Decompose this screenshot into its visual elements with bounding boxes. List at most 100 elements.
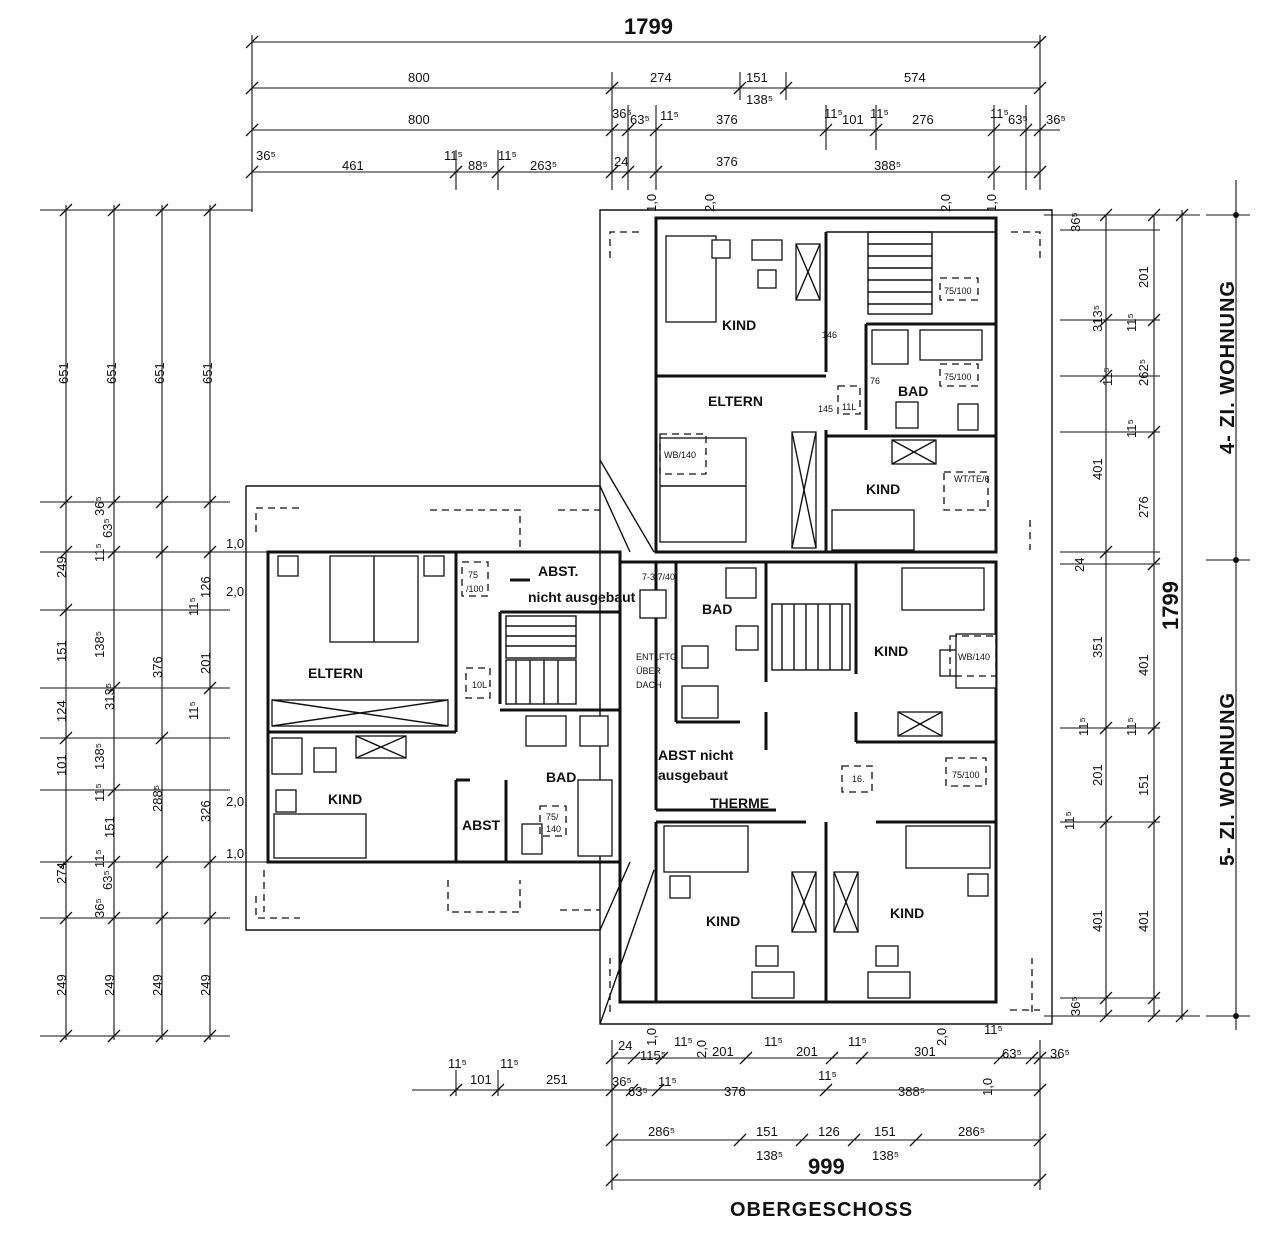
dim-top-r3-1: 461 [342, 158, 364, 173]
dim-bottom-left-1: 101 [470, 1072, 492, 1087]
dim-top-small-3: 1,0 [984, 194, 999, 212]
dim-bottom-r1-2: 11⁵ [674, 1034, 693, 1049]
dim-left-d-0: 36⁵ [92, 496, 107, 516]
dim-top-r3-0: 36⁵ [256, 148, 276, 163]
room-abst-w: ABST. [538, 563, 578, 579]
dim-bottom-r3-2: 138⁵ [756, 1148, 783, 1163]
room-kind-nw: KIND [722, 317, 756, 333]
dim-right-d-12: 11⁵ [1076, 717, 1091, 736]
dim-bottom-r1-10: 36⁵ [1050, 1046, 1070, 1061]
dim-right-d-17: 401 [1090, 910, 1105, 932]
dim-left-d-11: 313⁵ [102, 683, 117, 710]
unit-label-upper: 4- ZI. WOHNUNG [1217, 280, 1239, 454]
stairs [505, 231, 933, 705]
dim-top-r3-4: 11⁵ [498, 148, 517, 163]
dim-left-d-7: 138⁵ [92, 631, 107, 658]
dim-left-col-2: 651 [152, 362, 167, 384]
dim-top-r2-6: 101 [842, 112, 864, 127]
room-bad-n: BAD [898, 383, 928, 399]
dim-right-d-4: 11⁵ [1100, 367, 1115, 386]
dim-left-d-13: 101 [54, 754, 69, 776]
dim-right-d-8: 276 [1136, 496, 1151, 518]
dim-top-r1-1: 274 [650, 70, 672, 85]
dim-bottom-r3-5: 138⁵ [872, 1148, 899, 1163]
dim-top-r3-7: 376 [716, 154, 738, 169]
room-bad-c: BAD [702, 601, 732, 617]
label-window-75-140-b: 140 [546, 824, 561, 834]
room-eltern-w: ELTERN [308, 665, 363, 681]
dim-right-d-10: 351 [1090, 636, 1105, 658]
dim-bottom-r2-1: 63⁵ [628, 1084, 648, 1099]
room-therme: THERME [710, 795, 769, 811]
dim-left-col-0: 651 [56, 362, 71, 384]
dim-bottom-r2-3: 376 [724, 1084, 746, 1099]
dim-top-r2-8: 276 [912, 112, 934, 127]
dim-left-col-1: 651 [104, 362, 119, 384]
label-window-75-100-d2: /100 [466, 584, 484, 594]
dim-labels-top: 1799 800 274 151 138⁵ 574 800 36⁵ 63⁵ 11… [256, 14, 1066, 212]
dim-left-d-26: 249 [198, 974, 213, 996]
dim-top-small-0: 1,0 [644, 194, 659, 212]
dim-right-d-9: 24 [1072, 558, 1087, 572]
dim-top-r3-2: 11⁵ [444, 148, 463, 163]
dim-left-d-5: 11⁵ [186, 597, 201, 616]
dimension-lines [40, 35, 1250, 1190]
dim-right-d-18: 401 [1136, 910, 1151, 932]
dim-left-d-14: 138⁵ [92, 743, 107, 770]
dim-top-r2-9: 11⁵ [990, 106, 1009, 121]
dim-left-small-1: 2,0 [226, 584, 244, 599]
label-entlueftung: ENTLFTG [636, 652, 677, 662]
dim-left-d-24: 249 [102, 974, 117, 996]
dim-top-r3-3: 88⁵ [468, 158, 488, 173]
room-kind-ne: KIND [866, 481, 900, 497]
dim-right-d-13: 11⁵ [1124, 717, 1139, 736]
dim-right-d-2: 313⁵ [1090, 305, 1105, 332]
dim-left-d-19: 11⁵ [92, 849, 107, 868]
label-76: 76 [870, 376, 880, 386]
dim-bottom-r1-8: 11⁵ [984, 1022, 1003, 1037]
dim-top-small-2: 2,0 [938, 194, 953, 212]
room-abst-c: ABST nicht [658, 747, 734, 763]
dim-bottom-r1-0: 24 [618, 1038, 632, 1053]
dim-bottom-left-2: 11⁵ [500, 1056, 519, 1071]
building-walls [245, 209, 1053, 1025]
dim-left-d-9: 201 [198, 652, 213, 674]
label-window-75-100-a: 75/100 [944, 286, 972, 296]
label-window-75-100-c: 75/100 [952, 770, 980, 780]
dim-top-r2-5: 11⁵ [824, 106, 843, 121]
dim-labels-bottom: 24 115⁵ 11⁵ 201 11⁵ 201 11⁵ 301 11⁵ 63⁵ … [448, 1022, 1070, 1179]
dim-bottom-r1-9: 63⁵ [1002, 1046, 1022, 1061]
dim-bottom-r3-3: 126 [818, 1124, 840, 1139]
dim-right-d-15: 151 [1136, 774, 1151, 796]
room-kind-se: KIND [890, 905, 924, 921]
dim-bottom-r1-6: 11⁵ [848, 1034, 867, 1049]
dim-left-d-6: 151 [54, 640, 69, 662]
fixture-labels: 75/100 75/100 75/100 75 /100 75/ 140 WB/… [466, 286, 990, 834]
dim-left-d-18: 151 [102, 816, 117, 838]
label-entlueftung-2: ÜBER [636, 666, 662, 676]
label-11l: 11L [842, 402, 856, 412]
dim-right-d-14: 201 [1090, 764, 1105, 786]
label-entlueftung-3: DACH [636, 680, 662, 690]
dim-bottom-small-2: 2,0 [934, 1028, 949, 1046]
room-abst-s: ABST [462, 817, 501, 833]
dim-right-d-7: 401 [1090, 458, 1105, 480]
dim-right-d-19: 36⁵ [1068, 996, 1083, 1016]
dim-top-r2-7: 11⁵ [870, 106, 889, 121]
dim-right-d-0: 36⁵ [1068, 212, 1083, 232]
dim-bottom-r2-0: 36⁵ [612, 1074, 632, 1089]
dim-labels-right: 36⁵ 201 313⁵ 11⁵ 11⁵ 262⁵ 11⁵ 401 276 24… [1062, 212, 1239, 1016]
dim-left-small-3: 1,0 [226, 846, 244, 861]
dim-bottom-r2-4: 11⁵ [818, 1068, 837, 1083]
dim-bottom-left-0: 11⁵ [448, 1056, 467, 1071]
room-labels: KIND ELTERN BAD KIND ELTERN ABST. nicht … [308, 317, 928, 929]
dim-top-r3-5: 263⁵ [530, 158, 557, 173]
room-kind-e: KIND [874, 643, 908, 659]
dim-left-d-10: 124 [54, 700, 69, 722]
dim-bottom-r1-5: 201 [796, 1044, 818, 1059]
dim-bottom-r1-1: 115⁵ [640, 1048, 666, 1063]
dim-bottom-r3-4: 151 [874, 1124, 896, 1139]
dim-top-r2-4: 376 [716, 112, 738, 127]
dim-top-r1-0: 800 [408, 70, 430, 85]
